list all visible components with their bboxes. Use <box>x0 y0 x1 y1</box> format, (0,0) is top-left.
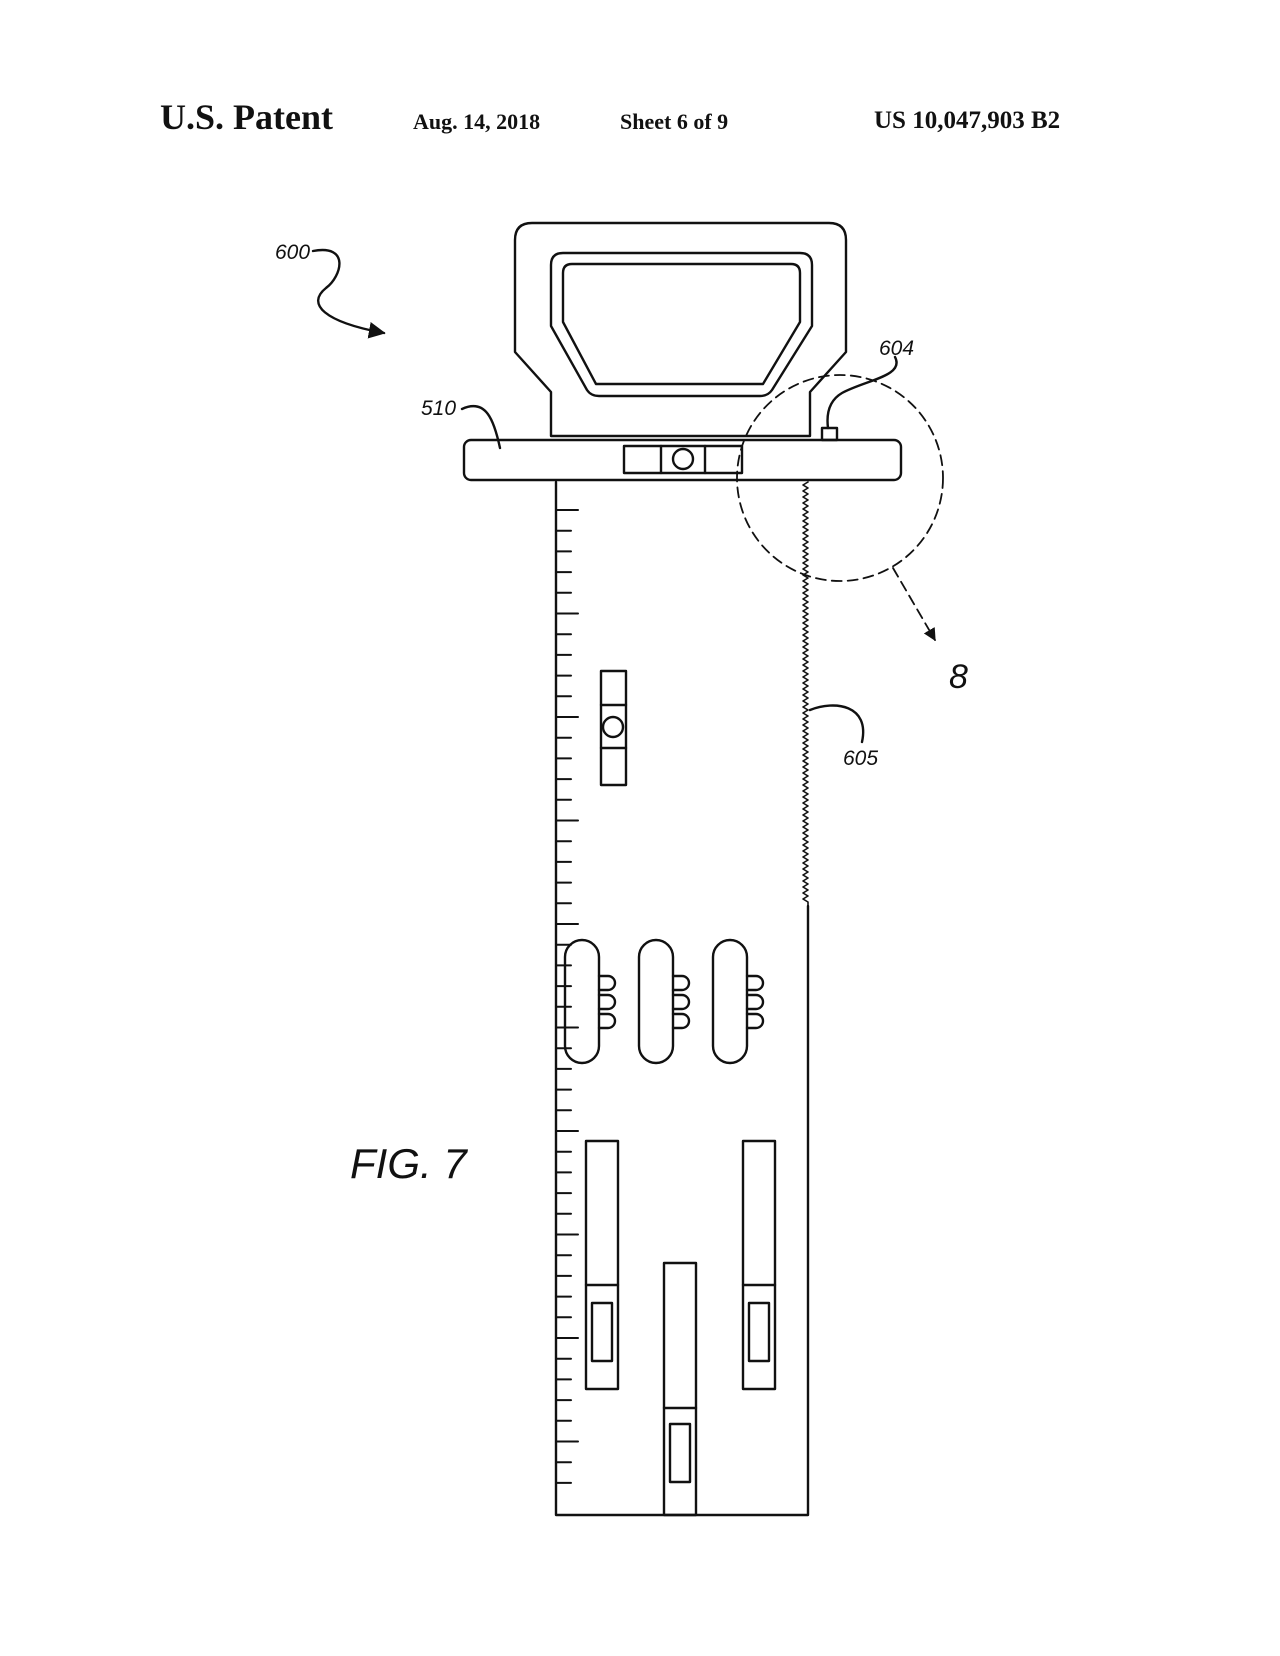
leader-604 <box>826 355 898 430</box>
figure-caption: FIG. 7 <box>350 1140 468 1187</box>
ref-604: 604 <box>879 337 914 360</box>
patent-date: Aug. 14, 2018 <box>413 109 541 134</box>
latch-604 <box>820 426 839 442</box>
cross-bar <box>462 438 903 482</box>
ref-510: 510 <box>421 397 456 420</box>
ref-8: 8 <box>949 658 968 696</box>
patent-number: US 10,047,903 B2 <box>874 107 1061 134</box>
leader-605 <box>808 704 865 744</box>
ref-605: 605 <box>843 747 878 770</box>
sheet-number: Sheet 6 of 9 <box>620 109 729 134</box>
slide-slots <box>584 1139 777 1517</box>
patent-title: U.S. Patent <box>160 97 333 137</box>
finger-clips <box>563 938 765 1065</box>
detail-arrow <box>892 567 936 642</box>
handle <box>513 221 848 438</box>
leader-510 <box>460 405 502 450</box>
ref-600: 600 <box>275 241 310 264</box>
detail-circle <box>736 374 944 582</box>
leader-600 <box>311 248 386 339</box>
ruler-body <box>554 480 810 1517</box>
vertical-level <box>599 669 628 787</box>
